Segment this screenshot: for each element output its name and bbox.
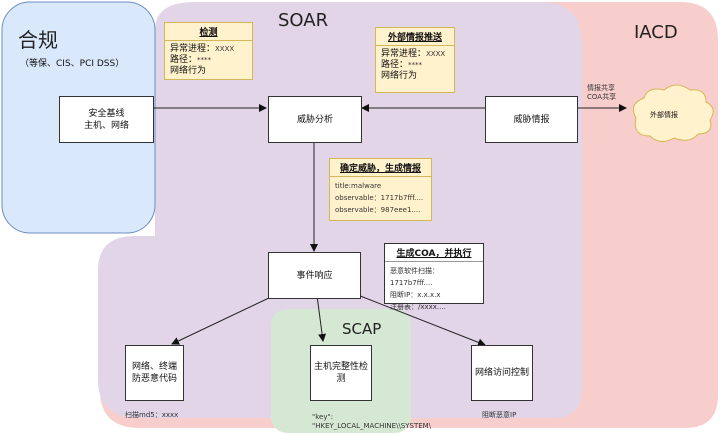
block-ip-caption: 阻断恶意IP	[482, 411, 517, 419]
threat-analysis-node[interactable]: 威胁分析	[268, 96, 362, 143]
push-row1-label: 异常进程：	[381, 49, 427, 59]
push-row1-value: XXXX	[426, 50, 446, 58]
detect-row1-label: 异常进程：	[170, 44, 216, 54]
external-push-note: 外部情报推送 异常进程：XXXX 路径：**** 网络行为	[375, 27, 455, 93]
share-edge-label: 情报共享 COA共享	[587, 84, 616, 102]
host-integrity-node[interactable]: 主机完整性检 测	[310, 345, 372, 401]
intel-share-label: 情报共享	[587, 84, 615, 92]
anti-malware-node[interactable]: 网络、终端 防恶意代码	[125, 345, 184, 401]
confirm-note-title: 确定威胁，生成情报	[330, 159, 431, 177]
integrity-line2: 测	[336, 374, 346, 384]
integrity-line1: 主机完整性检	[313, 362, 368, 372]
coa-row: 恶意软件扫描：1717b7fff....	[390, 267, 439, 287]
antimalware-line1: 网络、终端	[131, 362, 177, 372]
external-push-title: 外部情报推送	[376, 28, 454, 46]
scan-md5-caption: 扫描md5：xxxx	[125, 411, 179, 419]
network-access-control-node[interactable]: 网络访问控制	[471, 345, 533, 401]
baseline-line1: 安全基线	[88, 108, 125, 119]
coa-share-label: COA共享	[587, 93, 617, 101]
iacd-title: IACD	[634, 22, 678, 43]
detect-row2-label: 路径：	[170, 55, 198, 65]
compliance-title: 合规	[18, 28, 58, 52]
detect-row1-value: XXXX	[215, 45, 235, 53]
push-row2-label: 路径：	[381, 60, 409, 70]
edge-response-to-access	[339, 287, 486, 347]
baseline-line2: 主机、网络	[83, 120, 129, 131]
security-baseline-node[interactable]: 安全基线 主机、网络	[59, 96, 154, 143]
antimalware-line2: 防恶意代码	[131, 374, 177, 384]
external-intel-label: 外部情报	[650, 111, 678, 119]
push-row2-value: ****	[408, 61, 423, 69]
confirm-row: observable：1717b7fff....	[335, 194, 424, 202]
scap-title: SCAP	[342, 320, 382, 338]
threat-intel-label: 威胁情报	[513, 114, 550, 125]
confirm-row: title:malware	[335, 182, 382, 190]
threat-analysis-label: 威胁分析	[296, 114, 333, 125]
coa-row: 注册表：/xxxx....	[390, 303, 446, 311]
coa-note: 生成COA，并执行 恶意软件扫描：1717b7fff.... 阻断IP：x.x.…	[384, 243, 484, 311]
push-row3: 网络行为	[381, 71, 418, 81]
incident-response-label: 事件响应	[296, 270, 333, 281]
registry-key-caption: "key": "HKEY_LOCAL_MACHINE\\SYSTEM\	[312, 413, 431, 431]
confirm-threat-note: 确定威胁，生成情报 title:malware observable：1717b…	[329, 158, 432, 221]
confirm-row: observable：987eee1....	[335, 206, 421, 214]
key-line2: "HKEY_LOCAL_MACHINE\\SYSTEM\	[312, 422, 432, 430]
access-label: 网络访问控制	[474, 368, 529, 378]
key-line1: "key":	[312, 413, 334, 421]
coa-row: 阻断IP：x.x.x.x	[390, 291, 441, 299]
detect-note: 检测 异常进程：XXXX 路径：**** 网络行为	[164, 22, 253, 80]
detect-row3: 网络行为	[170, 66, 207, 76]
detect-row2-value: ****	[197, 56, 212, 64]
incident-response-node[interactable]: 事件响应	[268, 252, 361, 299]
soar-title: SOAR	[278, 10, 329, 31]
detect-note-title: 检测	[165, 23, 252, 41]
coa-note-title: 生成COA，并执行	[385, 244, 483, 262]
external-intel-cloud	[632, 84, 714, 142]
threat-intel-node[interactable]: 威胁情报	[485, 96, 578, 143]
compliance-subtitle: （等保、CIS、PCI DSS）	[20, 59, 125, 69]
